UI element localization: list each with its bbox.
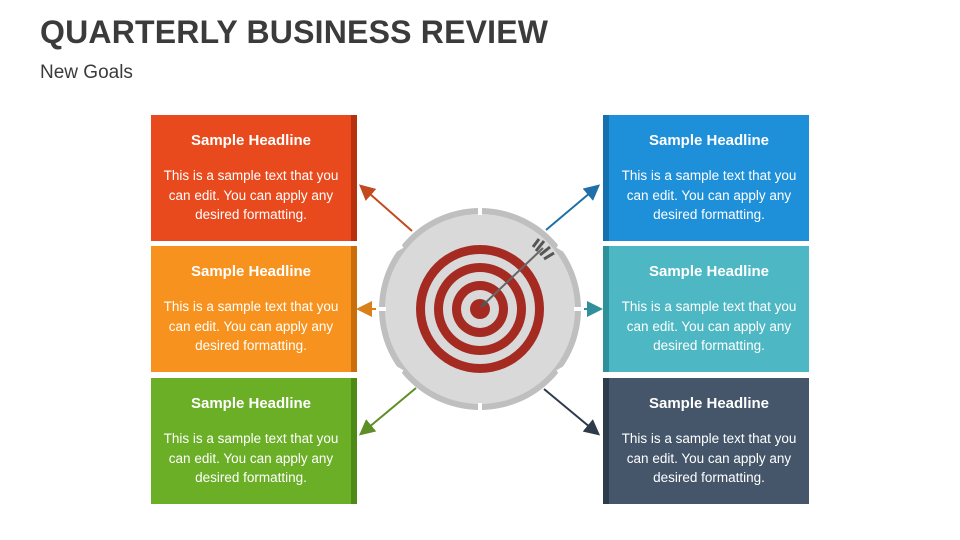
page-title: QUARTERLY BUSINESS REVIEW — [40, 14, 549, 50]
goal-text: This is a sample text that you can edit.… — [163, 431, 339, 485]
goal-box-1[interactable]: Sample Headline This is a sample text th… — [151, 115, 357, 241]
arrow-to-box-3 — [358, 387, 417, 436]
page-subtitle: New Goals — [40, 62, 133, 83]
goal-box-5[interactable]: Sample Headline This is a sample text th… — [603, 246, 809, 372]
goal-headline: Sample Headline — [648, 132, 770, 149]
goal-text: This is a sample text that you can edit.… — [163, 299, 339, 353]
goal-headline: Sample Headline — [190, 263, 312, 280]
goal-box-2[interactable]: Sample Headline This is a sample text th… — [151, 246, 357, 372]
goal-headline: Sample Headline — [648, 395, 770, 412]
goal-box-4[interactable]: Sample Headline This is a sample text th… — [603, 115, 809, 241]
dart-icon — [480, 238, 555, 308]
arrow-to-box-1 — [358, 184, 413, 232]
goal-headline: Sample Headline — [190, 132, 312, 149]
goal-text: This is a sample text that you can edit.… — [621, 168, 797, 222]
arrow-to-box-4 — [545, 184, 601, 231]
goal-headline: Sample Headline — [190, 395, 312, 412]
goal-headline: Sample Headline — [648, 263, 770, 280]
goal-text: This is a sample text that you can edit.… — [163, 168, 339, 222]
goal-text: This is a sample text that you can edit.… — [621, 431, 797, 485]
goal-box-6[interactable]: Sample Headline This is a sample text th… — [603, 378, 809, 504]
goal-box-3[interactable]: Sample Headline This is a sample text th… — [151, 378, 357, 504]
arrow-to-box-6 — [543, 388, 601, 436]
goal-text: This is a sample text that you can edit.… — [621, 299, 797, 353]
